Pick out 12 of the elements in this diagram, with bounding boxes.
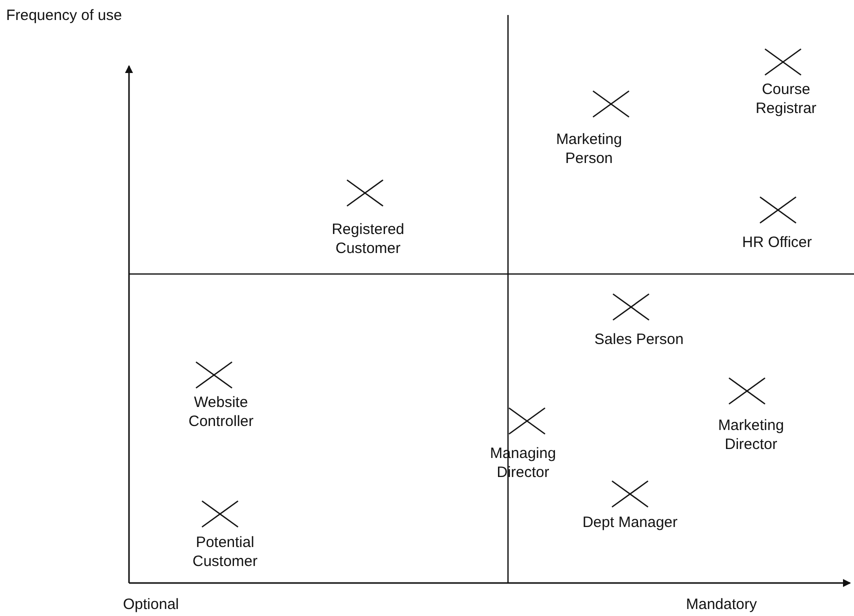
role-label: Dept Manager [581, 513, 679, 532]
role-label: HR Officer [741, 233, 813, 252]
role-label: Sales Person [593, 330, 685, 349]
role-label: Registered Customer [330, 220, 406, 258]
role-label: Marketing Person [555, 130, 623, 168]
role-label: Potential Customer [191, 533, 259, 571]
role-label: Course Registrar [754, 80, 818, 118]
axis-title: Frequency of use [5, 6, 122, 25]
role-label: Marketing Director [717, 416, 785, 454]
axis-label: Mandatory [686, 595, 758, 614]
axis-label: Optional [123, 595, 180, 614]
role-label: Website Controller [187, 393, 255, 431]
